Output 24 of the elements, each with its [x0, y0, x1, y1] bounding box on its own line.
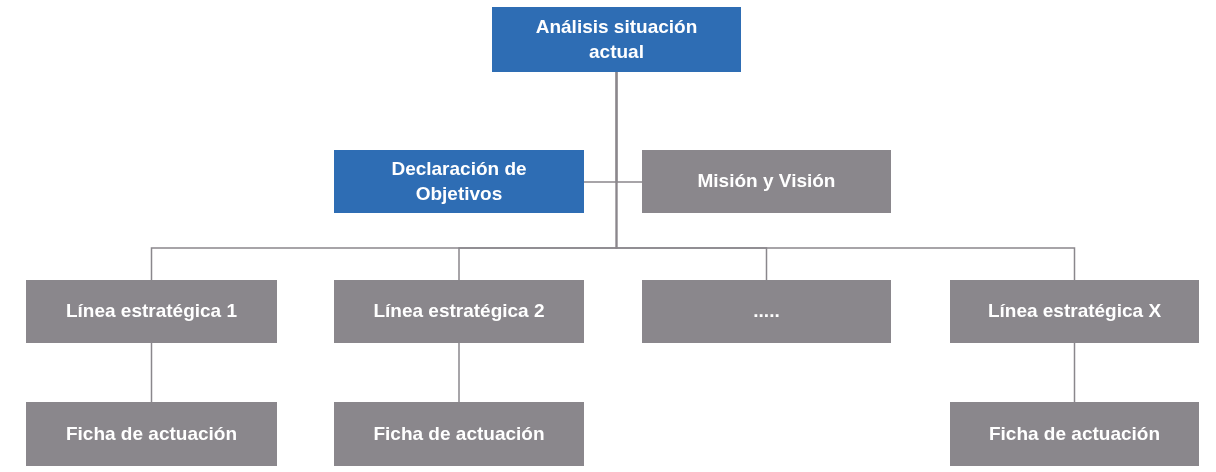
process-box	[950, 402, 1199, 466]
highlighted-box	[492, 7, 741, 72]
box-label: Ficha de actuación	[65, 421, 237, 446]
connector-line	[150, 342, 153, 403]
connector-line	[615, 71, 1076, 281]
box-label: Línea estratégica 1	[65, 299, 238, 324]
process-box	[642, 150, 891, 213]
box-label: Ficha de actuación	[373, 421, 545, 446]
box-label: Declaración de Objetivos	[390, 156, 528, 206]
box-label: .....	[753, 299, 780, 324]
box-label: Misión y Visión	[697, 169, 836, 194]
process-box	[26, 402, 277, 466]
connector-line	[458, 342, 460, 403]
box-label: Línea estratégica X	[987, 299, 1162, 324]
box-label: Análisis situación actual	[534, 14, 699, 64]
process-box	[26, 280, 277, 343]
process-box	[642, 280, 891, 343]
box-label: Línea estratégica 2	[373, 299, 545, 324]
box-label: Ficha de actuación	[988, 421, 1160, 446]
highlighted-box	[334, 150, 584, 213]
process-box	[334, 402, 584, 466]
process-box	[950, 280, 1199, 343]
connector-line	[1073, 342, 1076, 403]
process-box	[334, 280, 584, 343]
